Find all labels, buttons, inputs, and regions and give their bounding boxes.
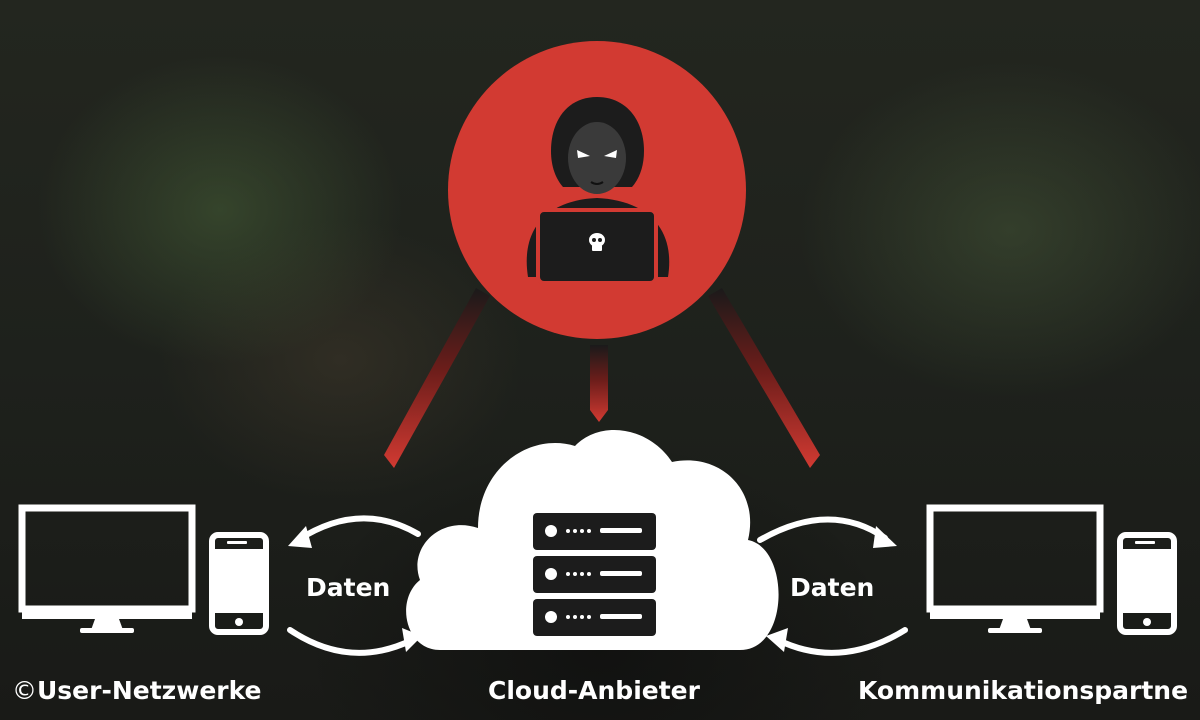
right-flow-label: Daten: [790, 573, 875, 602]
right-data-flow: [757, 516, 908, 656]
arrow-head-left-top: [288, 526, 312, 548]
user-networks-label: User-Netzwerke: [37, 676, 262, 705]
arrow-head-right-bottom: [766, 628, 788, 652]
cloud-node: [406, 430, 779, 650]
attack-beam-right: [708, 288, 820, 468]
left-data-flow: [287, 515, 422, 656]
monitor-icon: [926, 504, 1104, 633]
left-node-label: ©User-Netzwerke: [12, 676, 262, 705]
server-icon: [533, 513, 656, 636]
smartphone-icon: [209, 532, 269, 635]
arrow-head-right-top: [873, 526, 897, 548]
arrow-to-partner: [757, 516, 888, 543]
left-devices: [18, 504, 269, 635]
monitor-icon: [18, 504, 196, 633]
communication-partner-label: Kommunikationspartne: [858, 676, 1189, 705]
copyright-symbol: ©: [12, 676, 37, 705]
attack-beam-center: [590, 345, 608, 422]
skull-icon: [589, 233, 605, 251]
smartphone-icon: [1117, 532, 1177, 635]
attack-beam-left: [384, 288, 490, 468]
arrow-head-left-bottom: [402, 628, 422, 652]
left-flow-label: Daten: [306, 573, 391, 602]
hacker-icon: [526, 97, 670, 285]
attacker-node: [448, 41, 746, 339]
arrow-to-cloud-right: [775, 627, 908, 656]
arrow-to-cloud-left: [287, 627, 415, 656]
arrow-to-user-networks: [295, 515, 421, 543]
right-devices: [926, 504, 1177, 635]
attack-beams: [384, 288, 820, 468]
cloud-provider-label: Cloud-Anbieter: [488, 676, 700, 705]
